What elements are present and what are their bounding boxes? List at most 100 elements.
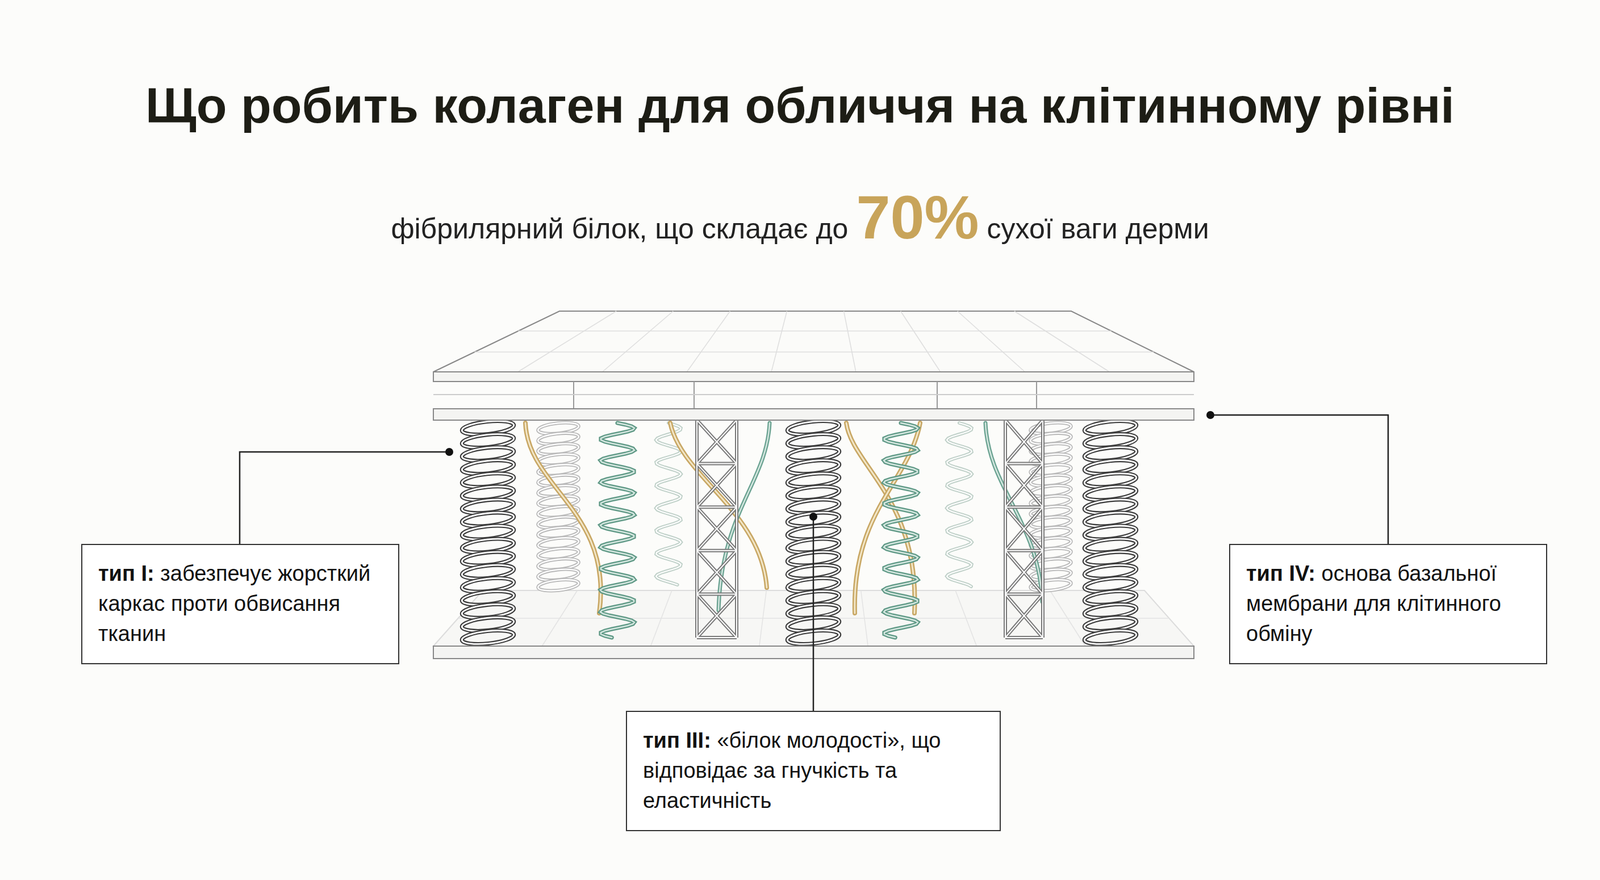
truss-bar bbox=[1005, 594, 1043, 638]
truss-highlight bbox=[1005, 420, 1043, 465]
truss-highlight bbox=[696, 550, 737, 595]
plate-line bbox=[900, 311, 941, 373]
truss-highlight bbox=[1005, 507, 1043, 551]
truss-bar bbox=[1005, 592, 1043, 596]
truss-bar bbox=[1005, 420, 1043, 465]
truss-highlight bbox=[696, 594, 737, 638]
truss-bar bbox=[1005, 550, 1043, 595]
truss-highlight bbox=[696, 506, 737, 508]
truss-bar bbox=[696, 636, 737, 640]
truss-bar bbox=[1005, 464, 1043, 508]
truss-highlight bbox=[696, 463, 737, 465]
leader-dot bbox=[445, 448, 454, 457]
leader-dot bbox=[1206, 411, 1215, 420]
plate-line bbox=[517, 330, 1111, 332]
truss-highlight bbox=[736, 420, 738, 638]
truss-highlight bbox=[1005, 507, 1043, 551]
truss-bar bbox=[1005, 464, 1043, 508]
leader-lines bbox=[239, 415, 1389, 712]
truss-bar bbox=[696, 464, 737, 508]
highlight-number: 70% bbox=[855, 182, 979, 252]
truss-bar bbox=[1005, 549, 1043, 553]
truss-bar bbox=[696, 464, 737, 508]
truss-highlight bbox=[1005, 637, 1043, 639]
plate-line bbox=[957, 311, 1026, 373]
type-heading: тип IV: bbox=[1246, 561, 1316, 586]
helix-highlight bbox=[883, 423, 918, 638]
truss-highlight bbox=[1005, 463, 1043, 465]
truss-highlight bbox=[696, 464, 737, 508]
truss-highlight bbox=[696, 637, 737, 639]
truss-highlight bbox=[696, 550, 737, 552]
helix-highlight bbox=[946, 423, 972, 587]
truss-bar bbox=[696, 594, 737, 638]
type-heading: тип III: bbox=[642, 728, 712, 753]
coil-highlight bbox=[461, 628, 515, 647]
truss-highlight bbox=[696, 420, 737, 465]
front-springs bbox=[461, 419, 1138, 647]
type-heading: тип I: bbox=[98, 561, 155, 586]
truss-highlight bbox=[696, 464, 737, 508]
plate-line bbox=[517, 311, 617, 373]
helix-fibre bbox=[946, 423, 972, 587]
coil-highlight bbox=[1083, 628, 1138, 647]
basal-plate bbox=[433, 408, 1194, 421]
callout-box: тип I:забезпечує жорсткий каркас проти о… bbox=[81, 544, 400, 665]
truss-bar bbox=[696, 507, 737, 551]
truss-highlight bbox=[1005, 594, 1043, 638]
truss-bar bbox=[1003, 420, 1008, 638]
truss-bar bbox=[696, 462, 737, 466]
truss-highlight bbox=[696, 507, 737, 551]
subtitle: фібрилярний білок, що складає до70%сухої… bbox=[0, 180, 1600, 255]
truss-bar bbox=[696, 592, 737, 596]
truss-bar bbox=[1005, 594, 1043, 638]
truss-highlight bbox=[1005, 464, 1043, 508]
plate-posts bbox=[433, 381, 1194, 409]
truss-bar bbox=[1005, 636, 1043, 640]
truss-highlight bbox=[696, 550, 737, 595]
coil-turn bbox=[461, 628, 515, 647]
truss-highlight bbox=[1005, 594, 1043, 638]
plate-line bbox=[771, 311, 787, 373]
truss-highlight bbox=[1005, 464, 1043, 508]
truss-bar bbox=[696, 550, 737, 595]
truss-highlight bbox=[1005, 550, 1043, 595]
top-plate-grid bbox=[474, 311, 1155, 373]
leader-line bbox=[239, 452, 450, 545]
truss-bar bbox=[1005, 505, 1043, 509]
truss-highlight bbox=[1005, 420, 1043, 465]
truss-bar bbox=[1005, 420, 1043, 465]
coil-turn bbox=[1083, 628, 1138, 647]
leader-line bbox=[812, 516, 815, 712]
helix-highlight bbox=[600, 423, 635, 638]
truss-highlight bbox=[696, 507, 737, 551]
truss-highlight bbox=[696, 420, 737, 465]
helix-fibre bbox=[883, 423, 918, 638]
truss-bar bbox=[696, 505, 737, 509]
top-plate-face bbox=[433, 311, 1194, 373]
truss-highlight bbox=[1005, 593, 1043, 595]
truss-bar bbox=[1005, 507, 1043, 551]
callout-box: тип IV:основа базальної мембрани для клі… bbox=[1229, 544, 1548, 665]
plate-line bbox=[1014, 311, 1110, 373]
plate-line bbox=[686, 311, 730, 373]
fibre-highlight bbox=[525, 423, 601, 614]
truss-bar bbox=[1005, 507, 1043, 551]
helix-fibre bbox=[656, 423, 682, 586]
helix-highlight bbox=[656, 423, 682, 586]
truss-bar bbox=[695, 420, 699, 638]
mid-fibres bbox=[525, 420, 1043, 638]
leader-dots bbox=[445, 411, 1215, 521]
truss-highlight bbox=[1005, 506, 1043, 508]
plate-line bbox=[602, 311, 674, 373]
truss-bar bbox=[696, 420, 737, 465]
fibre bbox=[670, 423, 767, 588]
fibre bbox=[525, 423, 601, 614]
truss-highlight bbox=[696, 593, 737, 595]
truss-highlight bbox=[696, 594, 737, 638]
top-plate-edge bbox=[433, 372, 1194, 382]
subtitle-text: фібрилярний білок, що складає до bbox=[390, 212, 848, 245]
subtitle-text: сухої ваги дерми bbox=[987, 212, 1210, 245]
truss-bar bbox=[696, 550, 737, 595]
